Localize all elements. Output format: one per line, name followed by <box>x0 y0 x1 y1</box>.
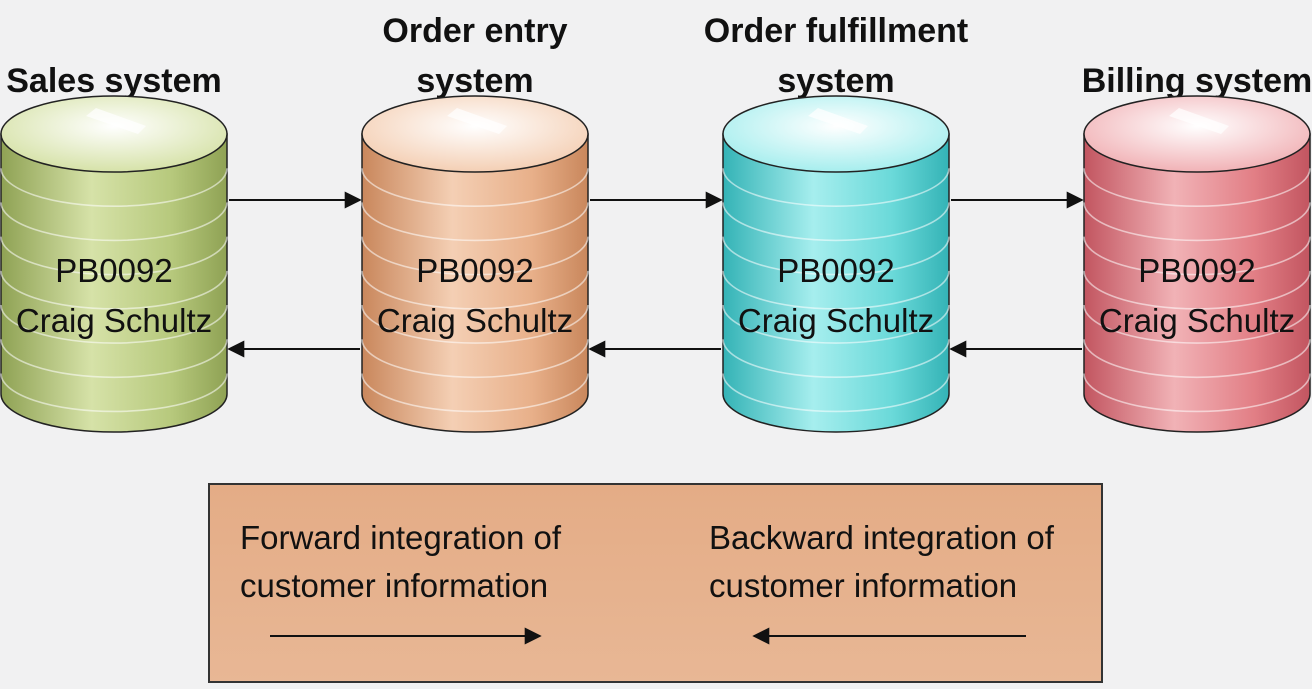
cylinder-ring <box>361 202 589 242</box>
cylinder-highlight <box>808 108 868 134</box>
customer-name-label: Craig Schultz <box>738 302 934 339</box>
cylinder-ring <box>1083 270 1311 310</box>
cylinder-ring <box>1083 168 1311 207</box>
cylinder-ring <box>722 168 950 207</box>
cylinder-ring <box>0 236 228 276</box>
forward-legend-text: Forward integration of <box>240 519 562 556</box>
backward-legend-text: customer information <box>709 567 1017 604</box>
cylinder-ring <box>0 305 228 344</box>
cylinder-ring <box>361 339 589 379</box>
cylinder-highlight <box>1169 108 1229 134</box>
cylinder-body <box>0 133 228 433</box>
cylinder-body <box>722 133 950 433</box>
cylinder-ring <box>361 373 589 413</box>
cylinder-body <box>361 133 589 433</box>
cylinder-ring <box>722 270 950 310</box>
cylinder-highlight <box>447 108 507 134</box>
cylinder-ring <box>0 373 228 413</box>
cylinder-ring <box>722 305 950 344</box>
customer-name-label: Craig Schultz <box>377 302 573 339</box>
cylinder-top <box>1083 95 1311 173</box>
forward-legend-text: customer information <box>240 567 548 604</box>
record-id-label: PB0092 <box>416 252 533 289</box>
system-titles: Sales system Order entry system Order fulfi… <box>6 12 1312 100</box>
cylinder-ring <box>1083 373 1311 413</box>
cylinder-ring <box>1083 339 1311 379</box>
legend-box: Forward integration of customer informati… <box>208 483 1103 683</box>
record-id-label: PB0092 <box>1138 252 1255 289</box>
cylinder-top <box>361 95 589 173</box>
cylinder-ring <box>722 202 950 242</box>
cylinder-ring <box>361 168 589 207</box>
cylinder-ring <box>722 339 950 379</box>
cylinder-ring <box>361 305 589 344</box>
customer-name-label: Craig Schultz <box>1099 302 1295 339</box>
cylinder-ring <box>722 373 950 413</box>
cylinder-body <box>1083 133 1311 433</box>
cylinder-ring <box>361 236 589 276</box>
cylinder-ring <box>1083 305 1311 344</box>
legend-background <box>208 483 1103 683</box>
record-id-label: PB0092 <box>55 252 172 289</box>
system-title-line: Order fulfillment <box>704 12 968 50</box>
customer-name-label: Craig Schultz <box>16 302 212 339</box>
flow-arrows <box>227 191 1084 358</box>
cylinder-ring <box>0 339 228 379</box>
system-title-line: system <box>777 62 894 100</box>
cylinder-ring <box>722 236 950 276</box>
cylinder-ring <box>361 270 589 310</box>
system-title-line: Order entry <box>382 12 567 50</box>
system-title-line: system <box>416 62 533 100</box>
cylinder-ring <box>1083 236 1311 276</box>
cylinder-top <box>0 95 228 173</box>
cylinder-ring <box>1083 202 1311 242</box>
cylinder-highlight <box>86 108 146 134</box>
cylinder-ring <box>0 202 228 242</box>
cylinder-top <box>722 95 950 173</box>
system-title-line: Billing system <box>1082 62 1312 100</box>
system-title-line: Sales system <box>6 62 222 100</box>
cylinder-ring <box>0 270 228 310</box>
backward-legend-text: Backward integration of <box>709 519 1055 556</box>
cylinder-ring <box>0 168 228 207</box>
record-id-label: PB0092 <box>777 252 894 289</box>
